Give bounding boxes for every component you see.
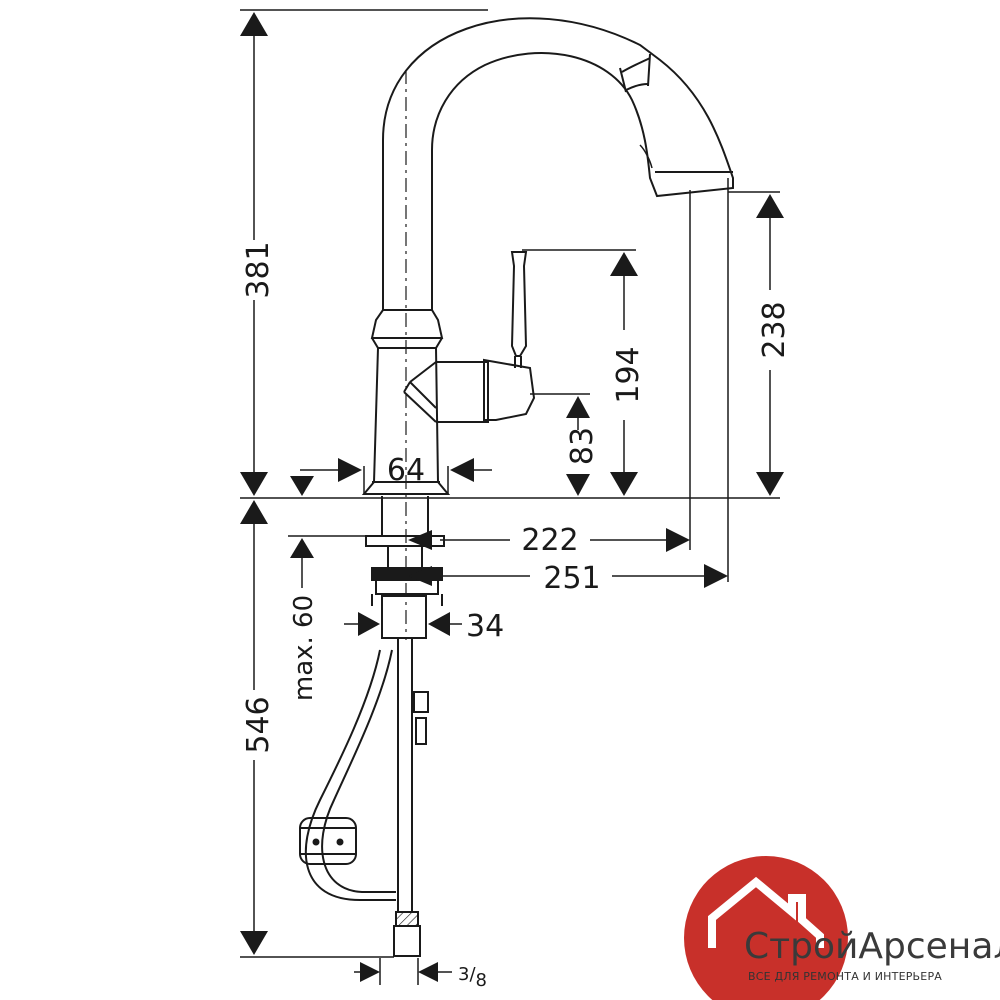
dimension-lines bbox=[240, 9, 780, 985]
spout-outer bbox=[382, 17, 734, 310]
dim-381: 381 bbox=[241, 241, 276, 298]
lever-hub bbox=[436, 361, 489, 423]
spout-ring bbox=[619, 53, 651, 93]
dim-222: 222 bbox=[521, 523, 578, 558]
hose-weight bbox=[299, 817, 357, 865]
dim-3-8: 3/8 bbox=[458, 964, 487, 991]
shank-sleeve bbox=[381, 595, 427, 639]
below-deck-assembly bbox=[299, 496, 445, 957]
brand-tagline: ВСЕ ДЛЯ РЕМОНТА И ИНТЕРЬЕРА bbox=[748, 970, 942, 983]
dim-238: 238 bbox=[757, 301, 792, 358]
lever-cap bbox=[483, 358, 536, 421]
dim-34: 34 bbox=[466, 609, 504, 644]
connection-fitting bbox=[395, 911, 419, 927]
brand-name: СтройАрсенал bbox=[744, 926, 1000, 967]
dim-64: 64 bbox=[387, 453, 425, 488]
dim-194: 194 bbox=[611, 346, 646, 403]
house-icon bbox=[708, 876, 824, 948]
dim-max-60: max. 60 bbox=[289, 595, 319, 701]
spout-collar bbox=[370, 309, 444, 339]
dim-546: 546 bbox=[241, 696, 276, 753]
dimension-arrows bbox=[240, 12, 784, 982]
dim-251: 251 bbox=[543, 561, 600, 596]
handle-lever bbox=[510, 251, 528, 357]
logo-red-circle bbox=[684, 856, 848, 1000]
mounting-plate bbox=[365, 535, 445, 547]
brand-logo: СтройАрсенал ВСЕ ДЛЯ РЕМОНТА И ИНТЕРЬЕРА bbox=[684, 856, 1000, 1000]
faucet-outline bbox=[361, 17, 734, 495]
pull-out-hose bbox=[304, 649, 396, 901]
dim-83: 83 bbox=[565, 427, 600, 465]
